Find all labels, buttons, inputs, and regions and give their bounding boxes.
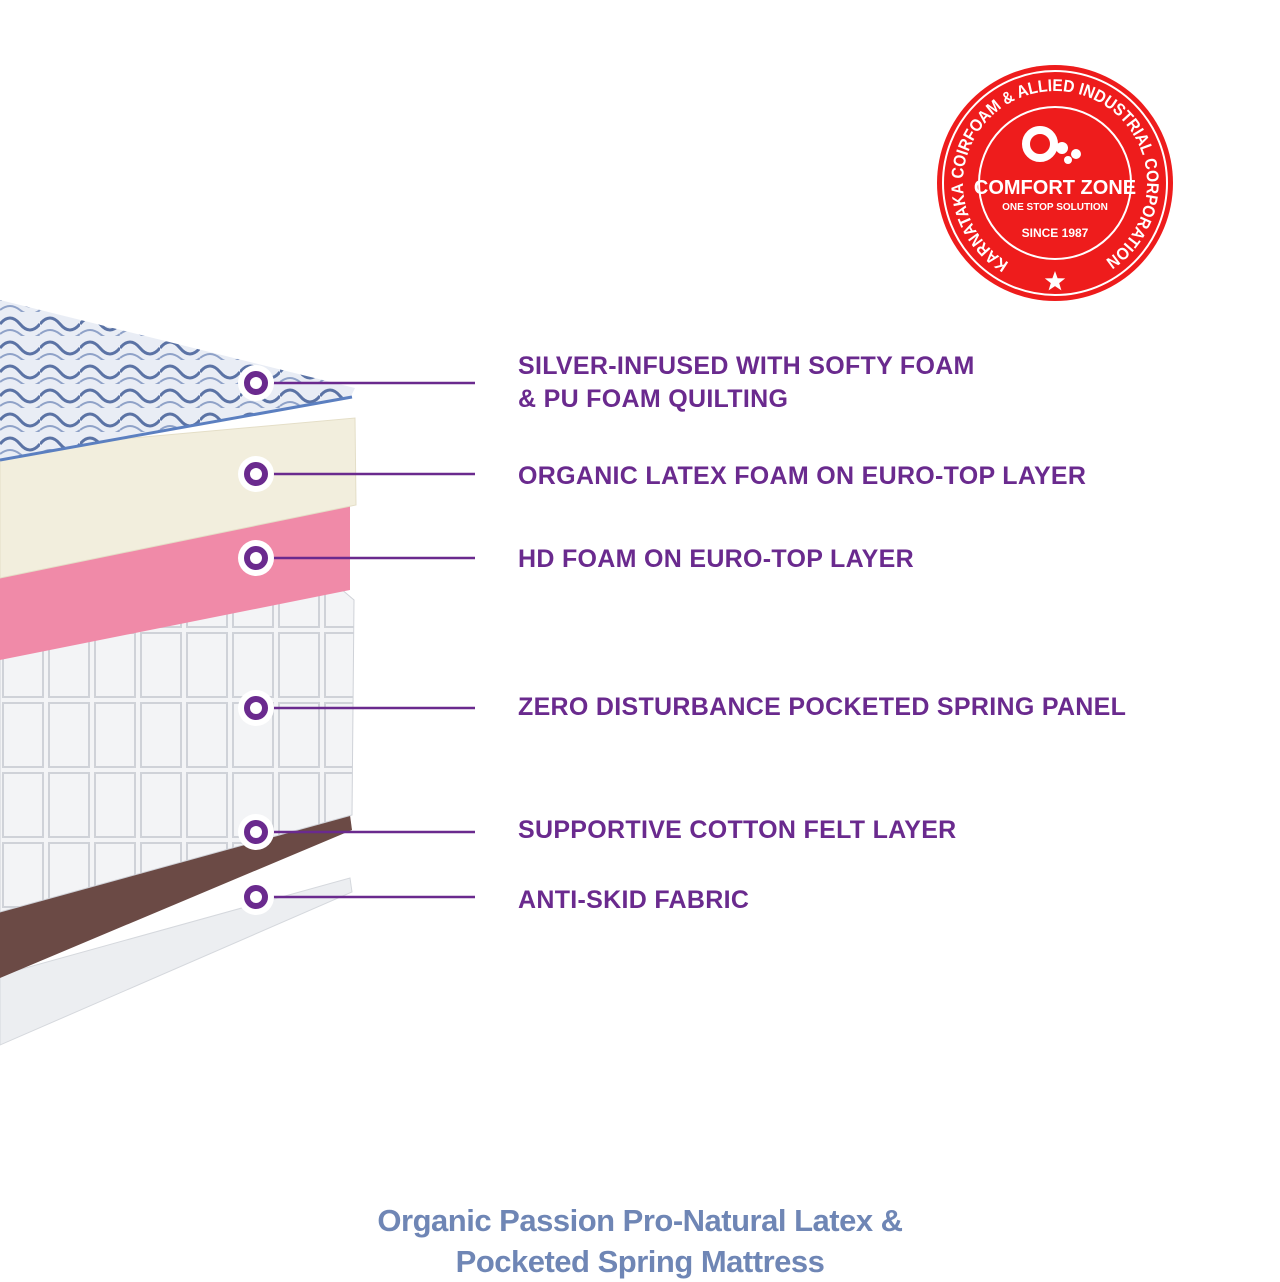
seal-tagline: ONE STOP SOLUTION	[1002, 202, 1108, 213]
layer-quilted-top	[0, 300, 355, 460]
layer-label-spring: ZERO DISTURBANCE POCKETED SPRING PANEL	[518, 693, 1127, 721]
product-title-line: Pocketed Spring Mattress	[455, 1244, 825, 1279]
comfort-zone-seal-logo: KARNATAKA COIRFOAM & ALLIED INDUSTRIAL C…	[937, 65, 1173, 301]
layer-anti-skid	[0, 877, 353, 1046]
label-line: SILVER-INFUSED WITH SOFTY FOAM	[518, 352, 975, 380]
callout-lines	[270, 381, 475, 899]
seal-since: SINCE 1987	[1022, 226, 1089, 240]
layer-label-anti-skid: ANTI-SKID FABRIC	[518, 886, 750, 914]
layer-label-hd-foam: HD FOAM ON EURO-TOP LAYER	[518, 545, 914, 573]
product-title-line: Organic Passion Pro-Natural Latex &	[377, 1203, 903, 1238]
layer-label-latex: ORGANIC LATEX FOAM ON EURO-TOP LAYER	[518, 462, 1087, 490]
seal-brand: COMFORT ZONE	[974, 177, 1136, 199]
label-line: & PU FOAM QUILTING	[518, 385, 789, 413]
layer-cotton-felt	[0, 815, 352, 978]
layer-label-felt: SUPPORTIVE COTTON FELT LAYER	[518, 816, 957, 844]
star-icon	[1044, 271, 1066, 291]
product-title: Organic Passion Pro-Natural Latex & Pock…	[0, 1200, 1280, 1282]
layer-label-quilting: SILVER-INFUSED WITH SOFTY FOAM & PU FOAM…	[518, 350, 975, 416]
layer-latex	[0, 417, 357, 579]
marker-icons	[238, 365, 274, 915]
